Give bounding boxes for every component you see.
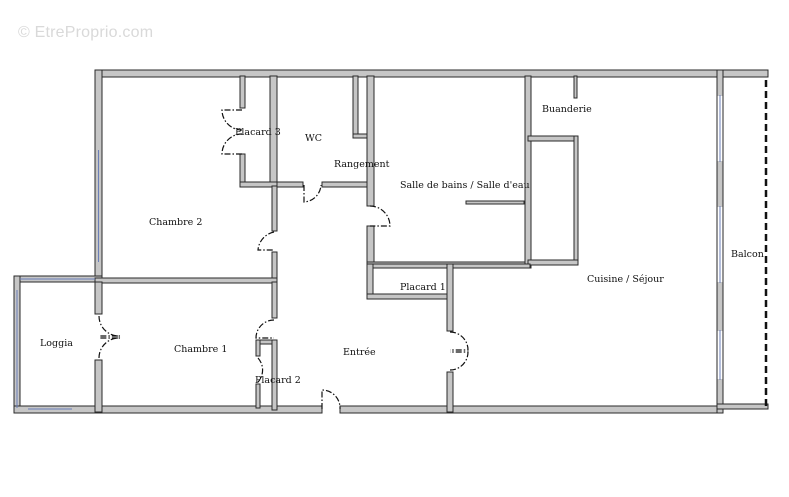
wall-sdb-right — [524, 75, 532, 269]
label-buanderie: Buanderie — [542, 104, 592, 115]
door-swings — [98, 109, 469, 410]
wall-sdb-shower — [465, 200, 525, 205]
door-placard2 — [257, 357, 264, 383]
door-sdb — [369, 205, 391, 227]
wall-placard2-right — [271, 339, 278, 411]
wall-placard1-bottom — [366, 293, 448, 300]
wall-chambre1-right-a — [271, 281, 278, 319]
door-sejour-upper — [449, 331, 469, 351]
label-sdb: Salle de bains / Salle d'eau — [400, 180, 530, 191]
wall-placard3-left — [239, 75, 246, 109]
wall-top — [94, 69, 769, 78]
label-wc: WC — [305, 133, 322, 144]
label-entree: Entrée — [343, 347, 376, 358]
wall-chambres-divider — [94, 277, 278, 284]
wall-bottom-right — [339, 405, 724, 414]
watermark: © EtreProprio.com — [18, 24, 154, 41]
wall-chambre1-left-a — [94, 281, 103, 315]
door-loggia-upper — [98, 315, 121, 337]
wall-buanderie-base — [527, 259, 579, 266]
wall-buanderie-right — [573, 135, 579, 265]
wall-wc-bottom-b — [321, 181, 375, 188]
wall-rangement-left — [352, 75, 359, 137]
door-wc — [303, 184, 322, 203]
wall-buanderie-bottom — [527, 135, 579, 142]
door-placard3-upper — [221, 109, 243, 131]
wall-placard2-left — [255, 339, 261, 357]
wall-entree-right-lower — [446, 371, 454, 413]
label-chambre2: Chambre 2 — [149, 217, 202, 228]
label-rangement: Rangement — [334, 159, 390, 170]
label-placard1: Placard 1 — [400, 282, 446, 293]
wall-corridor-left — [271, 185, 278, 232]
windows — [16, 95, 723, 410]
wall-balcony-bottom — [716, 403, 769, 410]
wall-placard2-left-lower — [255, 383, 261, 409]
label-chambre1: Chambre 1 — [174, 344, 227, 355]
wall-sdb-left — [366, 75, 375, 207]
label-placard2: Placard 2 — [255, 375, 301, 386]
wall-chambre1-left-b — [94, 359, 103, 413]
label-loggia: Loggia — [40, 338, 73, 349]
wall-wc-bottom-a — [276, 181, 304, 188]
label-placard3: Placard 3 — [235, 127, 281, 138]
door-sejour-lower — [449, 351, 469, 371]
door-loggia-lower — [98, 337, 121, 359]
room-labels: Chambre 2 Placard 3 WC Rangement Salle d… — [40, 104, 764, 386]
label-cuisine: Cuisine / Séjour — [587, 274, 664, 285]
wall-buanderie-stub — [573, 75, 578, 99]
door-chambre2 — [257, 231, 275, 251]
wall-bottom — [13, 405, 323, 414]
interior-walls — [94, 75, 579, 413]
wall-placard3-bottom — [239, 181, 278, 188]
door-entree — [321, 389, 341, 410]
door-chambre1 — [255, 319, 275, 339]
wall-placard3-left-lower — [239, 153, 246, 187]
label-balcon: Balcon — [731, 249, 764, 260]
exterior-walls — [13, 69, 769, 414]
wall-placard1-right — [446, 263, 454, 332]
door-placard3-lower — [221, 133, 243, 155]
